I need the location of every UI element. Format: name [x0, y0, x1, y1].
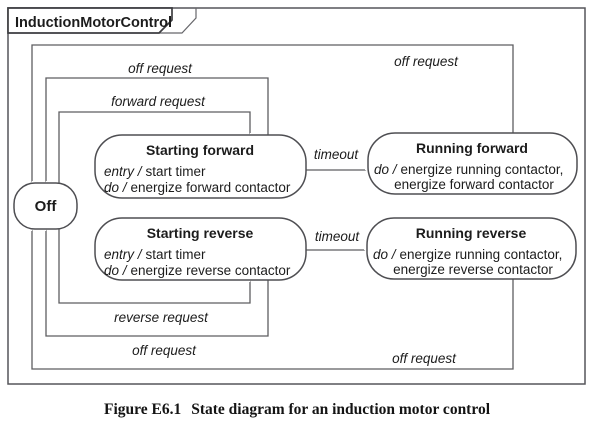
state-starting-forward-do: do /energize forward contactor: [104, 180, 291, 195]
frame-tab-accent: [159, 7, 197, 34]
transition-labels: off request forward request off request …: [111, 54, 459, 366]
state-starting-forward-title: Starting forward: [146, 142, 254, 158]
state-running-forward: Running forward do /energize running con…: [367, 132, 578, 195]
state-starting-reverse-do: do /energize reverse contactor: [104, 263, 291, 278]
state-off-title: Off: [35, 198, 58, 215]
state-running-reverse: Running reverse do /energize running con…: [366, 217, 577, 280]
transition-off-to-starting-forward: [58, 111, 251, 183]
state-running-reverse-do-line1: do /energize running contactor,: [373, 247, 562, 262]
transition-off-to-starting-reverse: [58, 229, 250, 304]
state-starting-reverse-entry: entry /start timer: [104, 247, 206, 262]
state-running-forward-do-line1: do /energize running contactor,: [374, 162, 563, 177]
label-off-request-bottom-right: off request: [392, 351, 457, 366]
state-starting-forward: Starting forward entry /start timer do /…: [94, 134, 307, 199]
label-timeout-reverse: timeout: [315, 229, 361, 244]
frame-border: [7, 7, 586, 385]
figure-caption: Figure E6.1 State diagram for an inductio…: [104, 401, 491, 418]
state-starting-reverse: Starting reverse entry /start timer do /…: [94, 217, 307, 281]
frame-tab-shape: [7, 7, 173, 34]
figure-caption-label: Figure E6.1: [104, 401, 181, 418]
label-off-request-bottom-left: off request: [132, 343, 197, 358]
state-off: Off: [13, 182, 78, 230]
transition-running-reverse-to-off: [31, 231, 514, 370]
label-off-request-top-right: off request: [394, 54, 459, 69]
state-starting-forward-entry: entry /start timer: [104, 164, 206, 179]
transition-starting-reverse-to-off: [45, 231, 269, 337]
label-off-request-top-left: off request: [128, 61, 193, 76]
transition-running-forward-to-off: [32, 44, 514, 181]
state-running-forward-title: Running forward: [416, 140, 528, 156]
transition-starting-forward-to-off: [46, 77, 269, 181]
state-running-reverse-title: Running reverse: [416, 225, 527, 241]
state-running-forward-shape: [367, 132, 578, 195]
state-running-forward-do-line2: energize forward contactor: [394, 177, 554, 192]
state-running-reverse-do-line2: energize reverse contactor: [393, 262, 553, 277]
state-starting-reverse-title: Starting reverse: [147, 225, 254, 241]
label-timeout-forward: timeout: [314, 147, 360, 162]
state-starting-forward-shape: [94, 134, 307, 199]
frame-name-tab: InductionMotorControl: [7, 7, 197, 34]
figure-caption-text: State diagram for an induction motor con…: [191, 401, 490, 418]
transitions: [31, 44, 514, 370]
label-reverse-request: reverse request: [114, 310, 209, 325]
state-running-reverse-shape: [366, 217, 577, 280]
state-off-shape: [13, 182, 78, 230]
frame-title: InductionMotorControl: [15, 15, 172, 31]
label-forward-request: forward request: [111, 94, 206, 109]
state-starting-reverse-shape: [94, 217, 307, 281]
